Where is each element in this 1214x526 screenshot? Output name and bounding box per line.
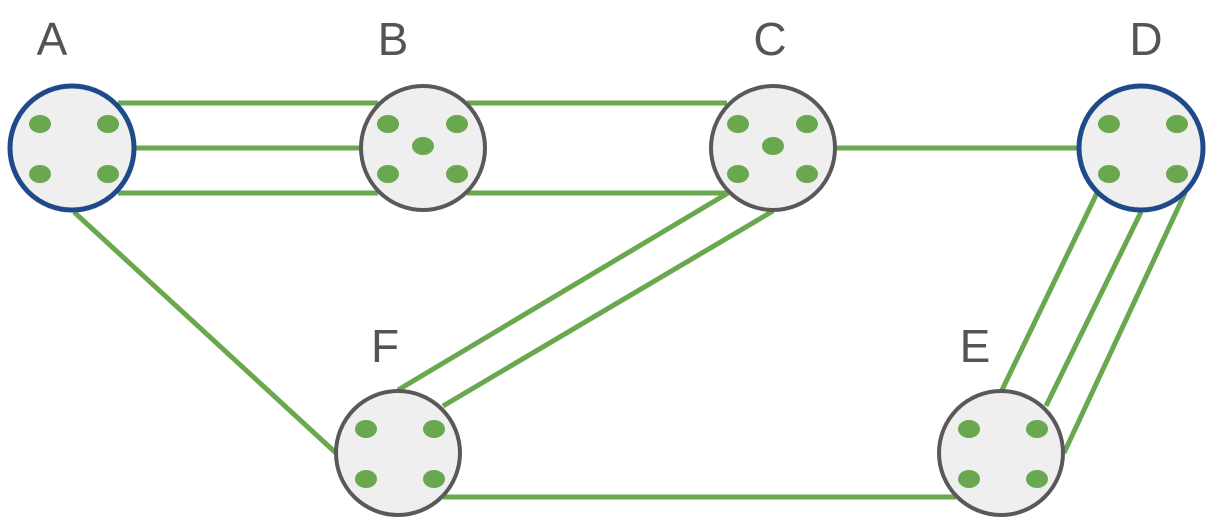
node-b-ports [377,115,468,183]
port-dot [97,165,119,183]
node-f-ports [355,420,445,488]
port-dot [423,420,445,438]
link-line [1043,210,1144,408]
link-a-f [72,210,338,455]
port-dot [1166,165,1188,183]
port-dot [1098,165,1120,183]
port-dot [446,165,468,183]
port-dot [29,115,51,133]
nodes-layer: A B C D E F [7,13,1206,517]
node-c[interactable]: C [709,13,837,212]
port-dot [446,115,468,133]
node-d-label: D [1129,13,1162,65]
node-b-label: B [378,13,409,65]
port-dot [727,165,749,183]
node-a-circle [7,83,137,213]
port-dot [762,137,784,155]
port-dot [377,115,399,133]
port-dot [1166,115,1188,133]
link-c-f [396,190,775,409]
node-a-ports [29,115,119,183]
port-dot [958,420,980,438]
link-line [396,190,730,393]
edges-layer [72,100,1188,500]
node-f-label: F [371,320,399,372]
node-e-circle [937,389,1065,517]
port-dot [727,115,749,133]
node-e-label: E [960,320,991,372]
port-dot [412,137,434,155]
link-b-c [467,100,727,196]
node-c-ports [727,115,818,183]
port-dot [29,165,51,183]
node-a[interactable]: A [7,13,137,213]
link-line [1061,191,1188,455]
node-d-circle [1076,83,1206,213]
link-line [441,208,775,409]
node-d-ports [1098,115,1188,183]
node-e-ports [958,420,1048,488]
link-line [72,210,338,455]
link-d-e [999,191,1188,455]
port-dot [97,115,119,133]
port-dot [958,470,980,488]
port-dot [377,165,399,183]
node-f[interactable]: F [334,320,462,517]
port-dot [355,470,377,488]
node-d[interactable]: D [1076,13,1206,213]
node-b[interactable]: B [359,13,487,212]
node-f-circle [334,389,462,517]
node-c-label: C [753,13,786,65]
port-dot [355,420,377,438]
port-dot [1026,470,1048,488]
port-dot [796,165,818,183]
port-dot [1098,115,1120,133]
port-dot [796,115,818,133]
node-a-label: A [37,13,68,65]
port-dot [423,470,445,488]
port-dot [1026,420,1048,438]
link-line [999,191,1100,392]
node-e[interactable]: E [937,320,1065,517]
link-a-b [118,100,378,196]
